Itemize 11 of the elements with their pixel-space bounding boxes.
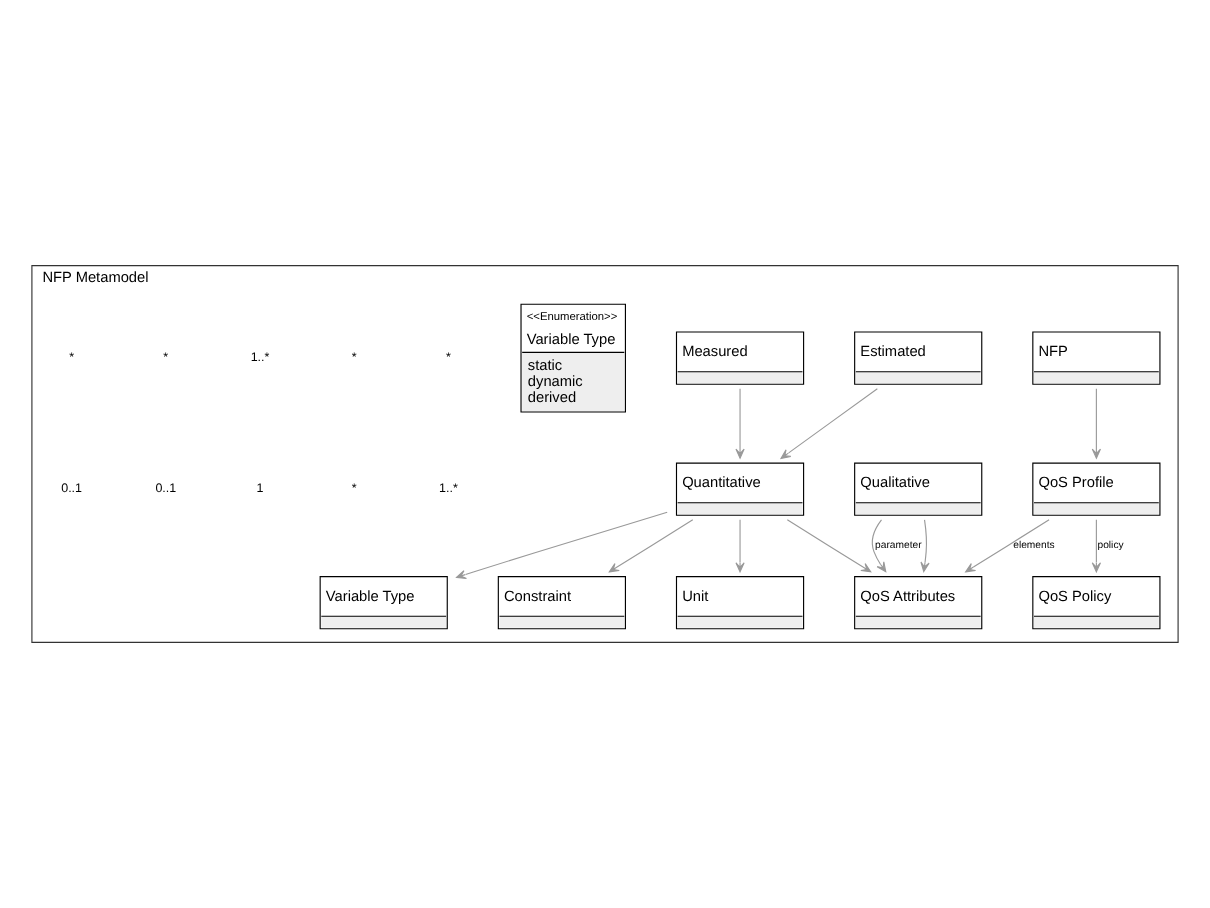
arrow (871, 519, 887, 573)
arrow (456, 511, 668, 580)
arrow (735, 388, 745, 459)
arrow (786, 519, 872, 573)
arrow (608, 519, 694, 573)
arrow (920, 519, 930, 573)
arrow (965, 519, 1050, 573)
arrow (1091, 519, 1102, 573)
arrow (780, 388, 878, 459)
arrow (735, 519, 745, 573)
arrow (1091, 388, 1102, 459)
